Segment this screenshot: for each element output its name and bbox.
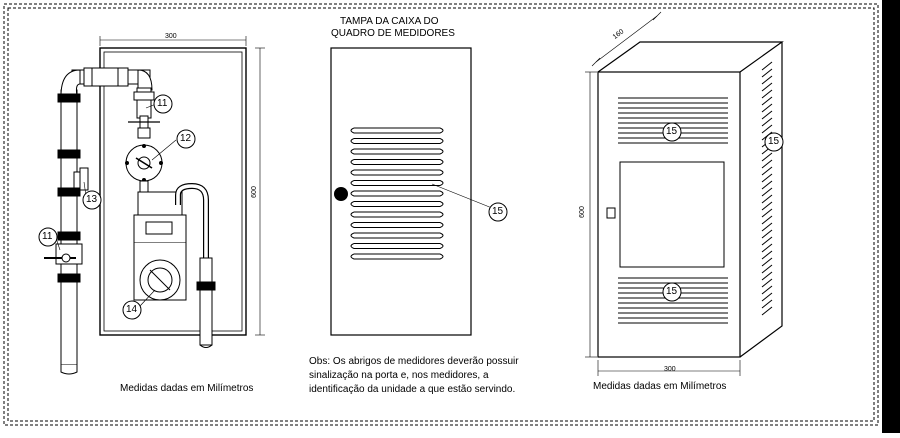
note-line3: identificação da unidade a que estão ser… xyxy=(309,384,516,395)
side-louver-line xyxy=(761,194,773,204)
louver-slot xyxy=(350,180,444,186)
side-louver-line xyxy=(761,166,773,176)
side-louver-line xyxy=(761,215,773,225)
callout-11-lower: 11 xyxy=(42,231,53,242)
meter-box-front xyxy=(99,36,265,336)
cabinet-isometric xyxy=(585,11,784,376)
side-louver-line xyxy=(761,117,773,127)
callout-11-upper: 11 xyxy=(157,98,168,109)
louver-slot xyxy=(350,201,444,207)
cover-door xyxy=(330,47,472,336)
left-caption: Medidas dadas em Milímetros xyxy=(120,383,254,394)
right-caption: Medidas dadas em Milímetros xyxy=(593,381,727,392)
side-louver-line xyxy=(761,208,773,218)
callout-15-cover: 15 xyxy=(492,206,504,217)
cabinet-height-dimension: 600 xyxy=(578,206,586,218)
side-louver-line xyxy=(761,292,773,302)
louver-slot xyxy=(350,169,444,176)
callout-15-side: 15 xyxy=(768,136,780,147)
side-louver-line xyxy=(761,257,773,267)
side-louver-line xyxy=(761,187,773,197)
note-line1: Obs: Os abrigos de medidores deverão pos… xyxy=(309,356,519,367)
outer-frame xyxy=(3,3,879,426)
side-louver-line xyxy=(761,110,773,120)
side-louver-line xyxy=(761,68,773,78)
side-louver-line xyxy=(761,306,773,316)
side-louver-line xyxy=(761,61,773,71)
cover-title-line1: TAMPA DA CAIXA DO xyxy=(340,16,439,27)
note-line2: sinalização na porta e, nos medidores, a xyxy=(309,370,489,381)
cabinet-width-dimension: 300 xyxy=(664,366,676,373)
left-height-dimension: 600 xyxy=(250,186,258,198)
cover-title-line2: QUADRO DE MEDIDORES xyxy=(331,28,455,39)
louver-slot xyxy=(350,243,444,249)
side-louver-line xyxy=(761,82,773,92)
side-louver-line xyxy=(761,264,773,274)
side-louver-line xyxy=(761,124,773,134)
side-louver-line xyxy=(761,222,773,232)
callout-15-lower: 15 xyxy=(666,286,678,297)
louver-slot xyxy=(350,253,444,260)
cabinet-louvers xyxy=(618,61,773,324)
callout-12: 12 xyxy=(180,133,192,144)
left-width-dimension: 300 xyxy=(165,33,177,40)
louver-slot xyxy=(350,148,444,155)
side-louver-line xyxy=(761,89,773,99)
louver-slot xyxy=(350,222,444,228)
louver-slot xyxy=(350,232,444,239)
side-louver-line xyxy=(761,278,773,288)
side-louver-line xyxy=(761,103,773,113)
side-louver-line xyxy=(761,180,773,190)
louver-slot xyxy=(350,190,444,197)
callout-15-upper: 15 xyxy=(666,126,678,137)
left-callout-circles xyxy=(38,94,196,320)
side-louver-line xyxy=(761,299,773,309)
callout-14: 14 xyxy=(126,304,138,315)
side-louver-line xyxy=(761,152,773,162)
cover-callout xyxy=(431,183,508,222)
side-louver-line xyxy=(761,250,773,260)
inner-frame xyxy=(7,7,875,422)
side-louver-line xyxy=(761,173,773,183)
cover-louvers xyxy=(350,127,444,260)
side-louver-line xyxy=(761,271,773,281)
side-louver-line xyxy=(761,236,773,246)
side-louver-line xyxy=(761,285,773,295)
louver-slot xyxy=(350,138,444,144)
side-louver-line xyxy=(761,201,773,211)
cabinet-callout-circles xyxy=(662,122,784,302)
side-louver-line xyxy=(761,96,773,106)
louver-slot xyxy=(350,159,444,165)
louver-slot xyxy=(350,211,444,218)
callout-13: 13 xyxy=(86,194,98,205)
page-edge-bar xyxy=(882,0,900,433)
gas-piping xyxy=(44,67,216,375)
side-louver-line xyxy=(761,75,773,85)
side-louver-line xyxy=(761,229,773,239)
louver-slot xyxy=(350,127,444,134)
side-louver-line xyxy=(761,243,773,253)
side-louver-line xyxy=(761,159,773,169)
